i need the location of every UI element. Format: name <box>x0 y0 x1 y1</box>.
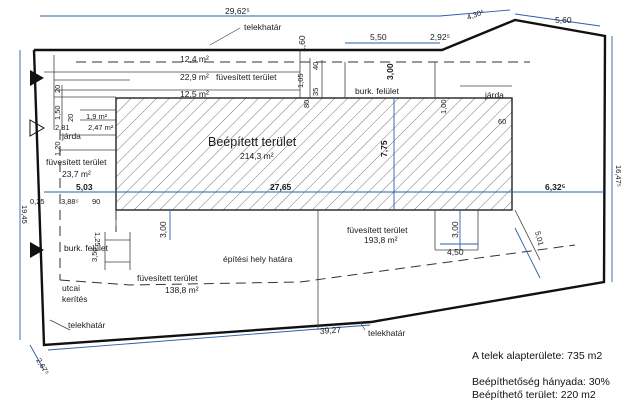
label-fuvesitett-bottom: füvesített terület <box>137 273 198 283</box>
area-138-8: 138,8 m² <box>165 285 199 295</box>
area-12-5: 12,5 m² <box>180 89 209 99</box>
dim-20a: 20 <box>53 85 62 93</box>
label-jarda-right: járda <box>484 90 504 100</box>
info-coverage-ratio: Beépíthetőség hányada: 30% <box>472 376 610 388</box>
area-12-4: 12,4 m² <box>180 54 209 64</box>
plot-boundary <box>32 18 607 347</box>
label-fuvesitett-top: füvesített terület <box>216 72 277 82</box>
area-22-9: 22,9 m² <box>180 72 209 82</box>
dim-bottom-left-corner: 2,67⁵ <box>34 357 51 377</box>
dim-top-corner: 4,30⁶ <box>466 7 486 22</box>
leader-lines <box>49 27 366 331</box>
entrance-arrow-middle <box>29 119 46 137</box>
dim-5-01: 5,01 <box>533 230 545 246</box>
dim-top-mid-2: 2,92⁵ <box>430 32 450 42</box>
dim-4-50: 4,50 <box>447 247 464 257</box>
dim-1-25: 1,25 <box>93 232 102 247</box>
dim-3-00-mid: 3,00 <box>158 221 168 238</box>
label-jarda-left: járda <box>61 131 81 141</box>
dim-1-20: 1,20 <box>53 141 62 156</box>
info-buildable-area: Beépíthető terület: 220 m2 <box>472 389 596 401</box>
building-footprint <box>115 97 513 211</box>
dim-5-03: 5,03 <box>76 182 93 192</box>
dim-0-25: 0,25 <box>30 197 45 206</box>
label-keritess: kerítés <box>62 294 88 304</box>
dim-80: 80 <box>302 100 311 108</box>
label-beepitett: Beépített terület <box>208 135 297 149</box>
dim-1-50: 1,50 <box>53 105 62 120</box>
area-193-8: 193,8 m² <box>364 235 398 245</box>
dim-2-81: 2,81 <box>55 123 70 132</box>
dim-top-total: 29,62⁵ <box>225 6 250 16</box>
dim-3-88: 3,88⁵ <box>61 197 79 206</box>
dimension-lines <box>19 9 613 371</box>
label-utcai: utcai <box>62 283 80 293</box>
area-214-3: 214,3 m² <box>240 151 274 161</box>
dim-40: 40 <box>311 62 320 70</box>
dim-35: 35 <box>311 88 320 96</box>
area-2-47: 2,47 m² <box>88 123 114 132</box>
dim-3-00-right: 3,00 <box>450 221 460 238</box>
label-burk-left: burk. felület <box>64 243 109 253</box>
label-telekhatar-left: telekhatár <box>68 320 105 330</box>
dim-left-side: 19,45 <box>20 205 29 224</box>
dim-20b: 20 <box>66 114 75 122</box>
entrance-arrow-bottom <box>30 242 44 258</box>
label-telekhatar-bottom: telekhatár <box>368 328 405 338</box>
label-fuvesitett-left: füvesített terület <box>46 157 107 167</box>
dim-bottom-total: 39,27 <box>319 325 341 336</box>
dashed-lines <box>59 61 576 286</box>
dim-1-05: 1,05 <box>296 73 305 88</box>
dim-6-32: 6,32⁵ <box>545 182 566 192</box>
dim-top-right: 5,60 <box>555 15 572 25</box>
info-plot-area: A telek alapterülete: 735 m2 <box>472 350 603 362</box>
label-epitesi-hely: építési hely határa <box>223 254 293 264</box>
dim-3-50: 3,50 <box>90 247 99 262</box>
dim-top-mid-1: 5,50 <box>370 32 387 42</box>
label-fuvesitett-right: füvesített terület <box>347 225 408 235</box>
dim-right-side: 16,47⁵ <box>614 165 623 187</box>
label-telekhatar-top: telekhatár <box>244 22 281 32</box>
dim-3-00-top: 3,00 <box>385 63 395 80</box>
dim-90: 90 <box>92 197 100 206</box>
dim-60-right: 60 <box>498 117 506 126</box>
label-burk-top: burk. felület <box>355 86 400 96</box>
area-23-7: 23,7 m² <box>62 169 91 179</box>
area-1-9: 1,9 m² <box>86 112 108 121</box>
entrance-arrow-top <box>30 70 44 86</box>
dim-1-00-top: 1,00 <box>439 99 448 114</box>
dim-27-65: 27,65 <box>270 182 292 192</box>
inner-lines <box>44 50 541 330</box>
dim-7-75: 7,75 <box>379 140 389 157</box>
dim-1-60: 1,60 <box>297 35 307 52</box>
